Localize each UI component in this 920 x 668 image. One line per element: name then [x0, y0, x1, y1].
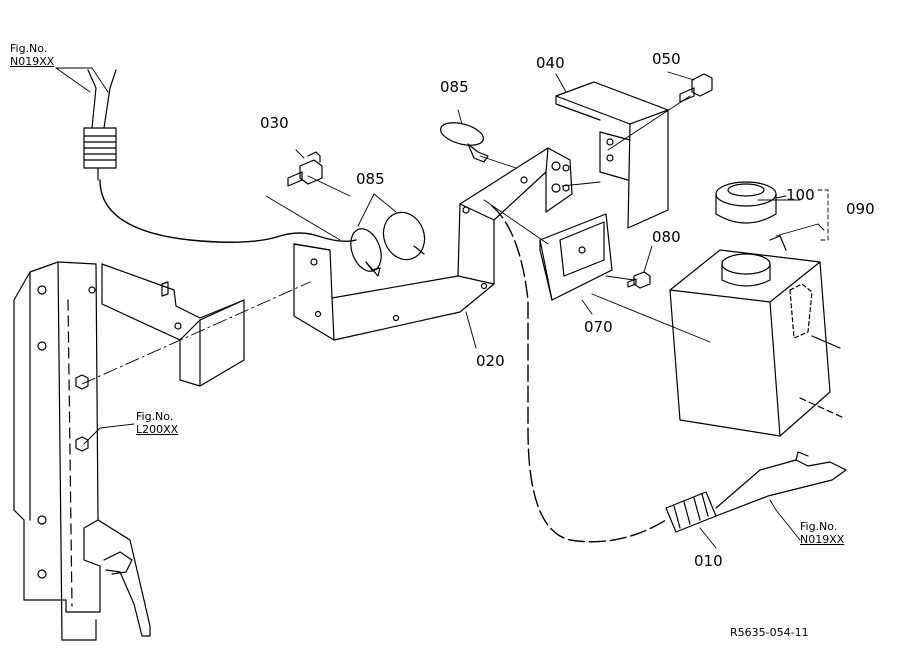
label-040: 040	[536, 54, 565, 72]
wire-harness-bottom	[491, 205, 667, 543]
label-100: 100	[786, 186, 815, 204]
harness-connector-top	[83, 69, 117, 181]
fig-ref-bottom-right-number: N019XX	[800, 533, 845, 546]
fig-ref-top-left-title: Fig.No.	[10, 42, 48, 55]
cap-100	[715, 181, 777, 224]
bolt-030	[287, 151, 323, 187]
label-085-mid: 085	[356, 170, 385, 188]
harness-connector-bottom	[665, 451, 847, 533]
hose-clamps-085	[350, 122, 489, 277]
assembly-lines	[81, 95, 829, 385]
fig-ref-mid-left-number: L200XX	[136, 423, 179, 436]
fig-ref-top-left-number: N019XX	[10, 55, 55, 68]
fig-ref-mid-left-title: Fig.No.	[136, 410, 174, 423]
label-030: 030	[260, 114, 289, 132]
frame-bracket	[88, 263, 245, 387]
label-080: 080	[652, 228, 681, 246]
label-010: 010	[694, 552, 723, 570]
label-090: 090	[846, 200, 875, 218]
drawing-code: R5635-054-11	[730, 626, 809, 639]
frame-rail	[13, 261, 151, 641]
label-070: 070	[584, 318, 613, 336]
plate-070	[539, 213, 613, 301]
fig-ref-bottom-right: Fig.No. N019XX	[800, 520, 844, 546]
tank-090	[669, 235, 845, 437]
label-020: 020	[476, 352, 505, 370]
main-bracket-020	[293, 147, 573, 341]
leader-lines	[55, 67, 801, 549]
fig-ref-bottom-right-title: Fig.No.	[800, 520, 838, 533]
wire-harness-top	[99, 179, 357, 243]
label-085-top: 085	[440, 78, 469, 96]
fig-ref-mid-left: Fig.No. L200XX	[136, 410, 178, 436]
cover-plate-040	[555, 81, 669, 229]
bolt-050	[679, 73, 713, 103]
label-050: 050	[652, 50, 681, 68]
fig-ref-top-left: Fig.No. N019XX	[10, 42, 54, 68]
